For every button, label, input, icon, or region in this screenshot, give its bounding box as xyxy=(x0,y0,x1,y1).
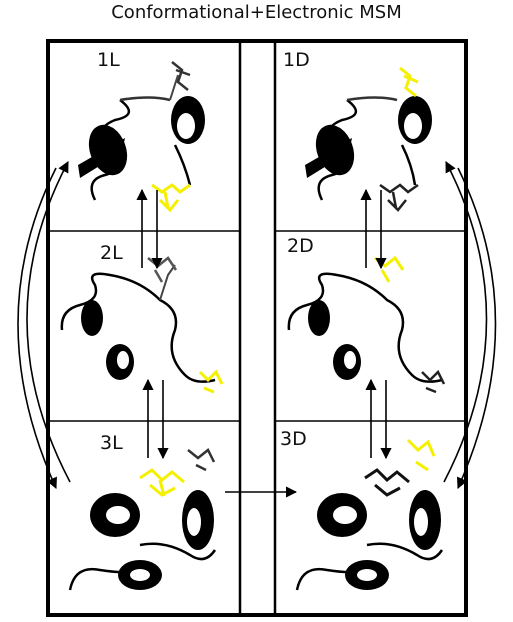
transitions-left-outer xyxy=(17,161,71,490)
outer-frame xyxy=(46,39,468,617)
arrow-1D-to-3D xyxy=(456,167,497,490)
transitions-right-column xyxy=(360,188,392,460)
diagram-title: Conformational+Electronic MSM xyxy=(111,2,402,23)
arrow-3D-to-1D xyxy=(443,161,488,483)
arrow-1L-to-3L xyxy=(17,167,57,490)
protein-structure-3D xyxy=(295,438,444,591)
state-label-3D: 3D xyxy=(280,428,307,450)
state-label-1L: 1L xyxy=(97,49,120,71)
protein-structure-1L xyxy=(78,61,205,213)
protein-structure-2L xyxy=(60,256,224,394)
protein-structure-1D xyxy=(305,66,432,212)
transitions-left-column xyxy=(136,188,169,460)
protein-structure-2D xyxy=(287,255,446,394)
state-label-2L: 2L xyxy=(100,242,123,264)
state-label-1D: 1D xyxy=(283,49,310,71)
state-label-2D: 2D xyxy=(287,235,314,257)
state-label-3L: 3L xyxy=(100,432,123,454)
protein-structure-3L xyxy=(68,448,217,591)
transitions-right-outer xyxy=(443,161,497,490)
arrow-3L-to-1L xyxy=(26,161,71,483)
